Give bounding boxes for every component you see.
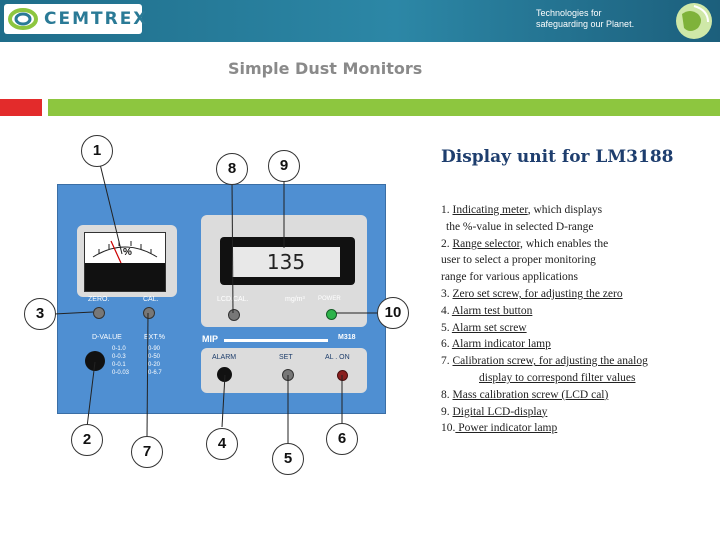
item-link[interactable]: Digital LCD-display (452, 405, 548, 418)
company-logo[interactable]: CEMTREX (4, 4, 146, 34)
zero-label: ZERO. (88, 296, 110, 303)
list-item: 1. Indicating meter, which displays (441, 202, 716, 219)
item-link[interactable]: Power indicator lamp (455, 422, 558, 435)
item-text: which enables the (522, 237, 609, 250)
item-link[interactable]: Mass calibration screw (LCD cal) (452, 388, 609, 401)
ext-value: 0-6.7 (148, 370, 162, 376)
list-item: 2. Range selector, which enables the (441, 236, 716, 253)
header-banner: CEMTREX Technologies for safeguarding ou… (0, 0, 720, 42)
model-label: M318 (338, 334, 356, 341)
set-label: SET (279, 354, 293, 361)
ext-label: EXT.% (144, 334, 166, 341)
callout-6: 6 (326, 423, 358, 455)
power-indicator-lamp (326, 309, 337, 320)
item-text: , which displays (527, 204, 603, 216)
mass-calibration-screw[interactable] (228, 309, 240, 321)
alarm-label: ALARM (212, 354, 237, 361)
alon-label: AL . ON (325, 354, 350, 361)
list-item: 5. Alarm set screw (441, 320, 716, 337)
list-item: 4. Alarm test button (441, 303, 716, 320)
item-number: 9. (441, 405, 450, 418)
unit-label: mg/m³ (285, 296, 305, 303)
list-item: the %-value in selected D-range (446, 220, 594, 233)
list-item: 3. Zero set screw, for adjusting the zer… (441, 286, 716, 303)
item-number: 3. (441, 287, 450, 300)
meter-percent-label: % (123, 247, 132, 258)
tagline-line-1: Technologies for (536, 8, 602, 18)
callout-4: 4 (206, 428, 238, 460)
accent-bar-green (48, 99, 720, 116)
range-value: 0-1.0 (112, 346, 126, 352)
tagline: Technologies for safeguarding our Planet… (536, 8, 662, 30)
item-number: 10. (441, 422, 456, 435)
cal-label: CAL. (143, 296, 159, 303)
callout-7: 7 (131, 436, 163, 468)
item-link[interactable]: Alarm set screw (451, 321, 527, 334)
item-number: 1. (441, 204, 450, 216)
item-number: 8. (441, 388, 450, 401)
lcd-display: 135 (232, 247, 340, 277)
item-link[interactable]: Zero set screw, for adjusting the zero (452, 287, 623, 300)
alarm-test-button[interactable] (217, 367, 232, 382)
list-item: 10. Power indicator lamp (441, 420, 716, 437)
range-value: 0-0.1 (112, 362, 126, 368)
ext-value: 0-90 (148, 346, 161, 352)
dvalue-label: D-VALUE (92, 334, 122, 341)
item-link[interactable]: Range selector, (452, 237, 523, 250)
list-item: 7. Calibration screw, for adjusting the … (441, 353, 716, 370)
item-number: 5. (441, 321, 450, 334)
description-list: 1. Indicating meter, which displays the … (441, 202, 716, 437)
ext-values-list: 0-90 0-50 0-20 0-6.7 (148, 345, 162, 377)
logo-text: CEMTREX (44, 9, 149, 29)
callout-10: 10 (377, 297, 409, 329)
callout-8: 8 (216, 153, 248, 185)
item-link[interactable]: Alarm indicator lamp (451, 338, 551, 351)
range-value: 0-0.3 (112, 354, 126, 360)
callout-1: 1 (81, 135, 113, 167)
callout-2: 2 (71, 424, 103, 456)
list-item: 6. Alarm indicator lamp (441, 336, 716, 353)
logo-swirl-icon (8, 8, 38, 30)
zero-set-screw[interactable] (93, 307, 105, 319)
item-number: 2. (441, 237, 450, 250)
callout-5: 5 (272, 443, 304, 475)
range-selector-knob[interactable] (85, 351, 105, 371)
list-item: display to correspond filter values (441, 370, 716, 387)
item-link[interactable]: Alarm test button (451, 304, 533, 317)
ext-value: 0-20 (148, 362, 161, 368)
list-item: range for various applications (441, 271, 578, 284)
range-value: 0-0.03 (112, 370, 130, 376)
callout-9: 9 (268, 150, 300, 182)
item-number: 7. (441, 355, 450, 368)
list-item: user to select a proper monitoring (441, 254, 596, 267)
list-item: 9. Digital LCD-display (441, 404, 716, 421)
section-title: Simple Dust Monitors (228, 59, 423, 78)
power-label: POWER (318, 296, 341, 302)
list-item: 8. Mass calibration screw (LCD cal) (441, 387, 716, 404)
indicating-meter: % (84, 232, 166, 292)
item-link[interactable]: display to correspond filter values (479, 371, 636, 384)
ext-value: 0-50 (148, 354, 161, 360)
mip-label: MIP (202, 334, 219, 344)
item-link[interactable]: Indicating meter (452, 204, 528, 216)
item-number: 6. (441, 338, 450, 351)
description-heading: Display unit for LM3188 (441, 147, 674, 167)
item-number: 4. (441, 304, 450, 317)
callout-3: 3 (24, 298, 56, 330)
item-link[interactable]: Calibration screw, for adjusting the ana… (452, 355, 648, 368)
range-values-list: 0-1.0 0-0.3 0-0.1 0-0.03 (112, 345, 129, 377)
mip-bar (224, 339, 328, 342)
calibration-screw[interactable] (143, 307, 155, 319)
accent-bar-red (0, 99, 42, 116)
tagline-line-2: safeguarding our Planet. (536, 19, 635, 29)
globe-icon (664, 0, 718, 42)
